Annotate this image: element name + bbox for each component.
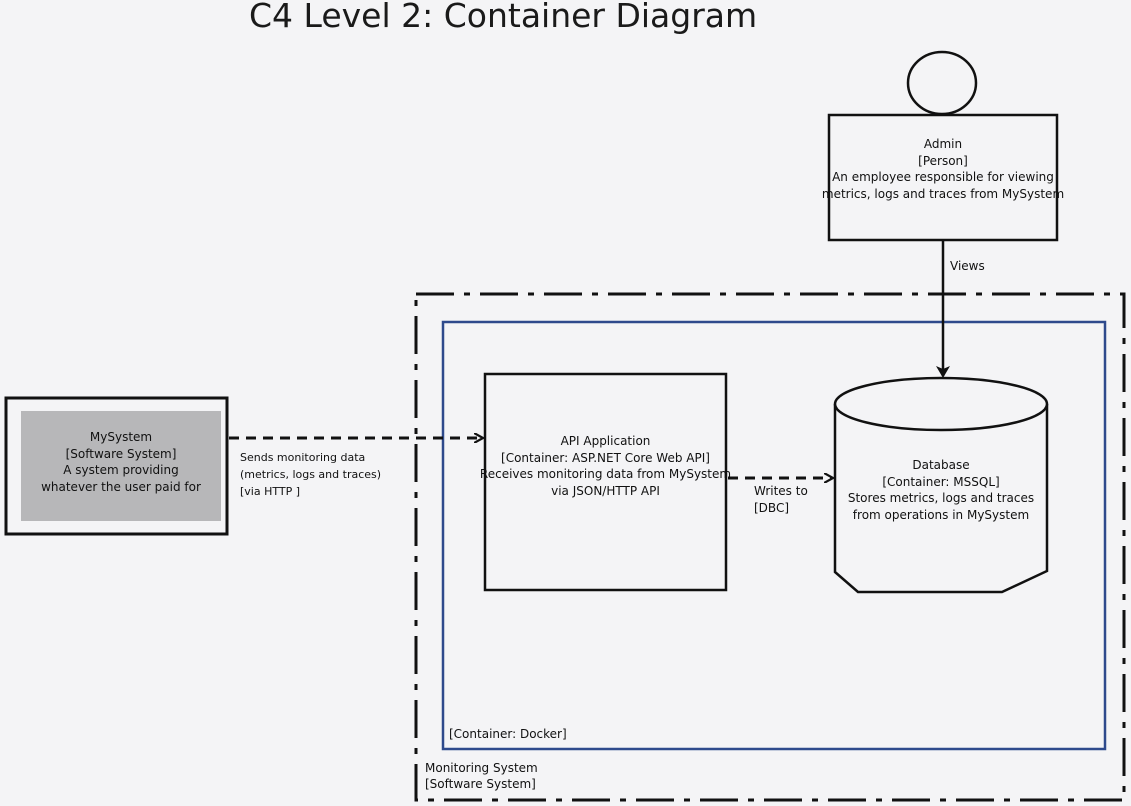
views-label: Views xyxy=(950,259,985,273)
diagram-title: C4 Level 2: Container Diagram xyxy=(249,0,758,35)
docker-container-boundary xyxy=(441,320,1107,751)
mysystem-description-2: whatever the user paid for xyxy=(41,479,201,494)
admin-person-box xyxy=(827,113,1059,242)
writes-label-1: Writes to xyxy=(754,484,808,498)
admin-person-head xyxy=(906,50,978,116)
sends-label-1: Sends monitoring data xyxy=(240,451,366,464)
admin-description-2: metrics, logs and traces from MySystem xyxy=(821,186,1065,201)
system-boundary-type: [Software System] xyxy=(425,777,536,791)
api-application-box xyxy=(483,372,728,592)
api-text: API Application [Container: ASP.NET Core… xyxy=(480,433,731,499)
sends-label-3: [via HTTP ] xyxy=(240,485,301,498)
database-description-2: from operations in MySystem xyxy=(852,507,1030,522)
monitoring-system-boundary xyxy=(414,292,1126,802)
mysystem-box-fill xyxy=(21,411,221,521)
database-cylinder-body xyxy=(833,404,1049,594)
admin-type: [Person] xyxy=(918,153,968,168)
mysystem-type: [Software System] xyxy=(65,446,177,461)
api-type: [Container: ASP.NET Core Web API] xyxy=(501,450,710,465)
admin-name: Admin xyxy=(923,137,963,151)
database-text: Database [Container: MSSQL] Stores metri… xyxy=(835,457,1047,523)
api-name: API Application xyxy=(560,434,651,448)
mysystem-name: MySystem xyxy=(89,430,153,444)
system-boundary-name: Monitoring System xyxy=(425,761,538,775)
database-description-1: Stores metrics, logs and traces xyxy=(847,491,1035,505)
database-cylinder-top xyxy=(833,376,1049,432)
writes-label-2: [DBC] xyxy=(754,501,790,515)
docker-boundary-label: [Container: Docker] xyxy=(449,727,567,741)
admin-text: Admin [Person] An employee responsible f… xyxy=(822,136,1064,202)
database-type: [Container: MSSQL] xyxy=(882,474,1000,489)
api-description-1: Receives monitoring data from MySystem xyxy=(479,467,732,481)
mysystem-description-1: A system providing xyxy=(63,463,179,477)
mysystem-text: MySystem [Software System] A system prov… xyxy=(21,429,221,495)
api-description-2: via JSON/HTTP API xyxy=(551,483,660,498)
sends-label-2: (metrics, logs and traces) xyxy=(240,468,382,481)
admin-description-1: An employee responsible for viewing xyxy=(832,170,1054,184)
database-name: Database xyxy=(912,458,970,472)
